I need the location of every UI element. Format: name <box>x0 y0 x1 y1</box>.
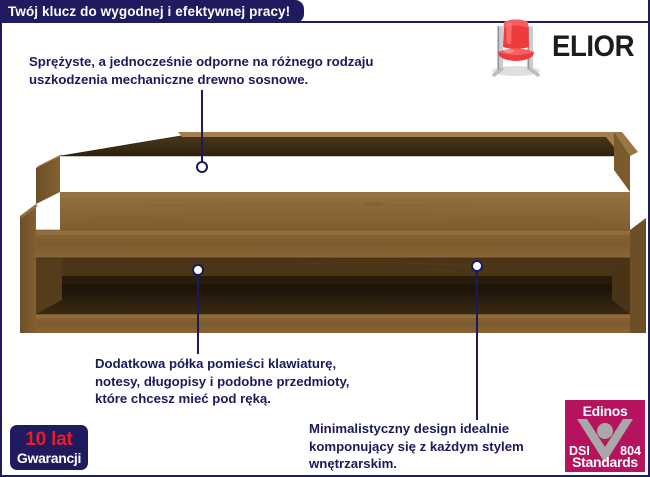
callout-dot-design <box>471 260 483 272</box>
leader-line-shelf <box>197 272 199 354</box>
callout-dot-shelf <box>192 264 204 276</box>
red-chair-icon <box>486 16 546 78</box>
banner-rule <box>2 21 648 23</box>
leader-line-wood <box>201 90 203 168</box>
warranty-years: 10 lat <box>25 429 73 450</box>
header-banner: Twój klucz do wygodnej i efektywnej prac… <box>2 0 305 23</box>
product-image-monitor-stand <box>2 118 648 380</box>
callout-text-design: Minimalistyczny design idealnie komponuj… <box>309 421 524 472</box>
brand-name: ELIOR <box>552 30 635 63</box>
callout-text-shelf: Dodatkowa półka pomieści klawiaturę, not… <box>95 356 350 407</box>
leader-line-design <box>476 268 478 420</box>
checkmark-icon <box>565 417 645 472</box>
warranty-label: Gwarancji <box>16 450 82 466</box>
brand-logo: ELIOR <box>486 16 636 78</box>
callout-dot-wood <box>196 161 208 173</box>
edinos-standards-badge: Edinos DSI 804 Standards <box>565 400 645 472</box>
standards-number: 804 <box>620 444 641 458</box>
standards-brand: Edinos <box>582 403 628 419</box>
header-banner-text: Twój klucz do wygodnej i efektywnej prac… <box>8 4 291 19</box>
standards-label: Standards <box>572 454 638 470</box>
callout-text-wood: Sprężyste, a jednocześnie odporne na róż… <box>29 54 374 87</box>
standards-prefix: DSI <box>569 444 590 458</box>
warranty-badge: 10 lat Gwarancji <box>10 425 88 470</box>
